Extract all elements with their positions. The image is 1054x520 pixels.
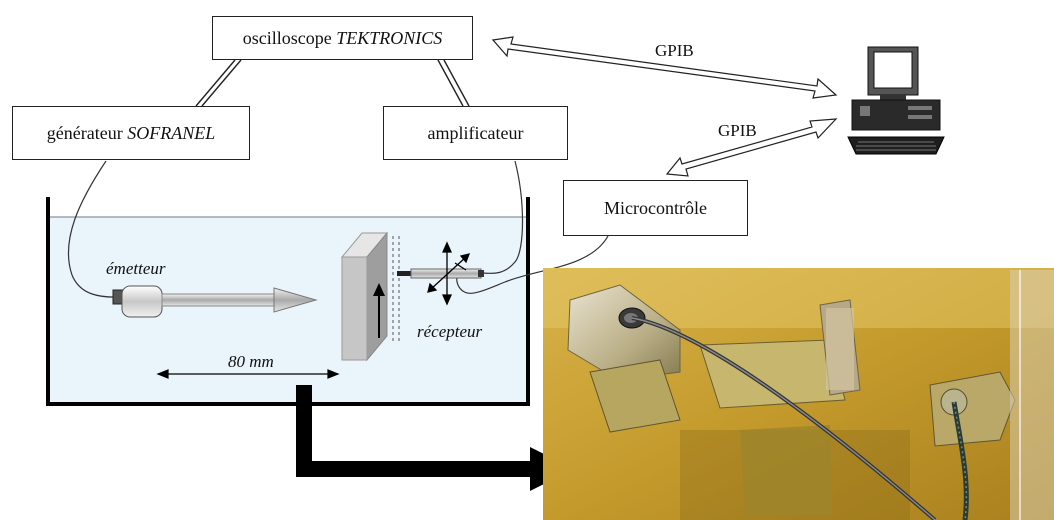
gpib-arrow-lower bbox=[665, 118, 838, 177]
amplifier-cable bbox=[481, 160, 524, 274]
emitter-transducer bbox=[112, 285, 318, 318]
receiver-probe bbox=[397, 268, 484, 279]
distance-label: 80 mm bbox=[228, 352, 274, 371]
emitter-label: émetteur bbox=[106, 259, 166, 278]
gpib-arrow-top bbox=[491, 36, 838, 99]
water-area bbox=[48, 217, 528, 403]
generator-cable bbox=[67, 160, 123, 298]
oscilloscope-label: oscilloscope bbox=[242, 27, 337, 48]
gpib-lower-label: GPIB bbox=[718, 121, 757, 140]
osc-to-generator-link bbox=[195, 59, 242, 107]
generator-box: générateur SOFRANEL bbox=[12, 106, 250, 160]
osc-to-amplifier-link bbox=[437, 59, 470, 107]
gpib-top-label: GPIB bbox=[655, 41, 694, 60]
distance-dimension bbox=[156, 369, 340, 379]
amplifier-box: amplificateur bbox=[383, 106, 568, 160]
experimental-setup-photo bbox=[543, 268, 1054, 520]
desktop-computer-icon bbox=[847, 46, 945, 155]
microcontroller-box: Microcontrôle bbox=[563, 180, 748, 236]
oscilloscope-box: oscilloscope TEKTRONICS bbox=[212, 16, 473, 60]
amplifier-label: amplificateur bbox=[427, 122, 524, 143]
probe-motion-arrows bbox=[427, 241, 471, 306]
oscilloscope-brand: TEKTRONICS bbox=[336, 27, 443, 48]
generator-label: générateur bbox=[46, 122, 128, 143]
tank-walls bbox=[46, 197, 530, 406]
receiver-label: récepteur bbox=[417, 322, 483, 341]
sample-block bbox=[340, 231, 400, 362]
generator-brand: SOFRANEL bbox=[127, 122, 216, 143]
microcontroller-label: Microcontrôle bbox=[604, 197, 707, 218]
